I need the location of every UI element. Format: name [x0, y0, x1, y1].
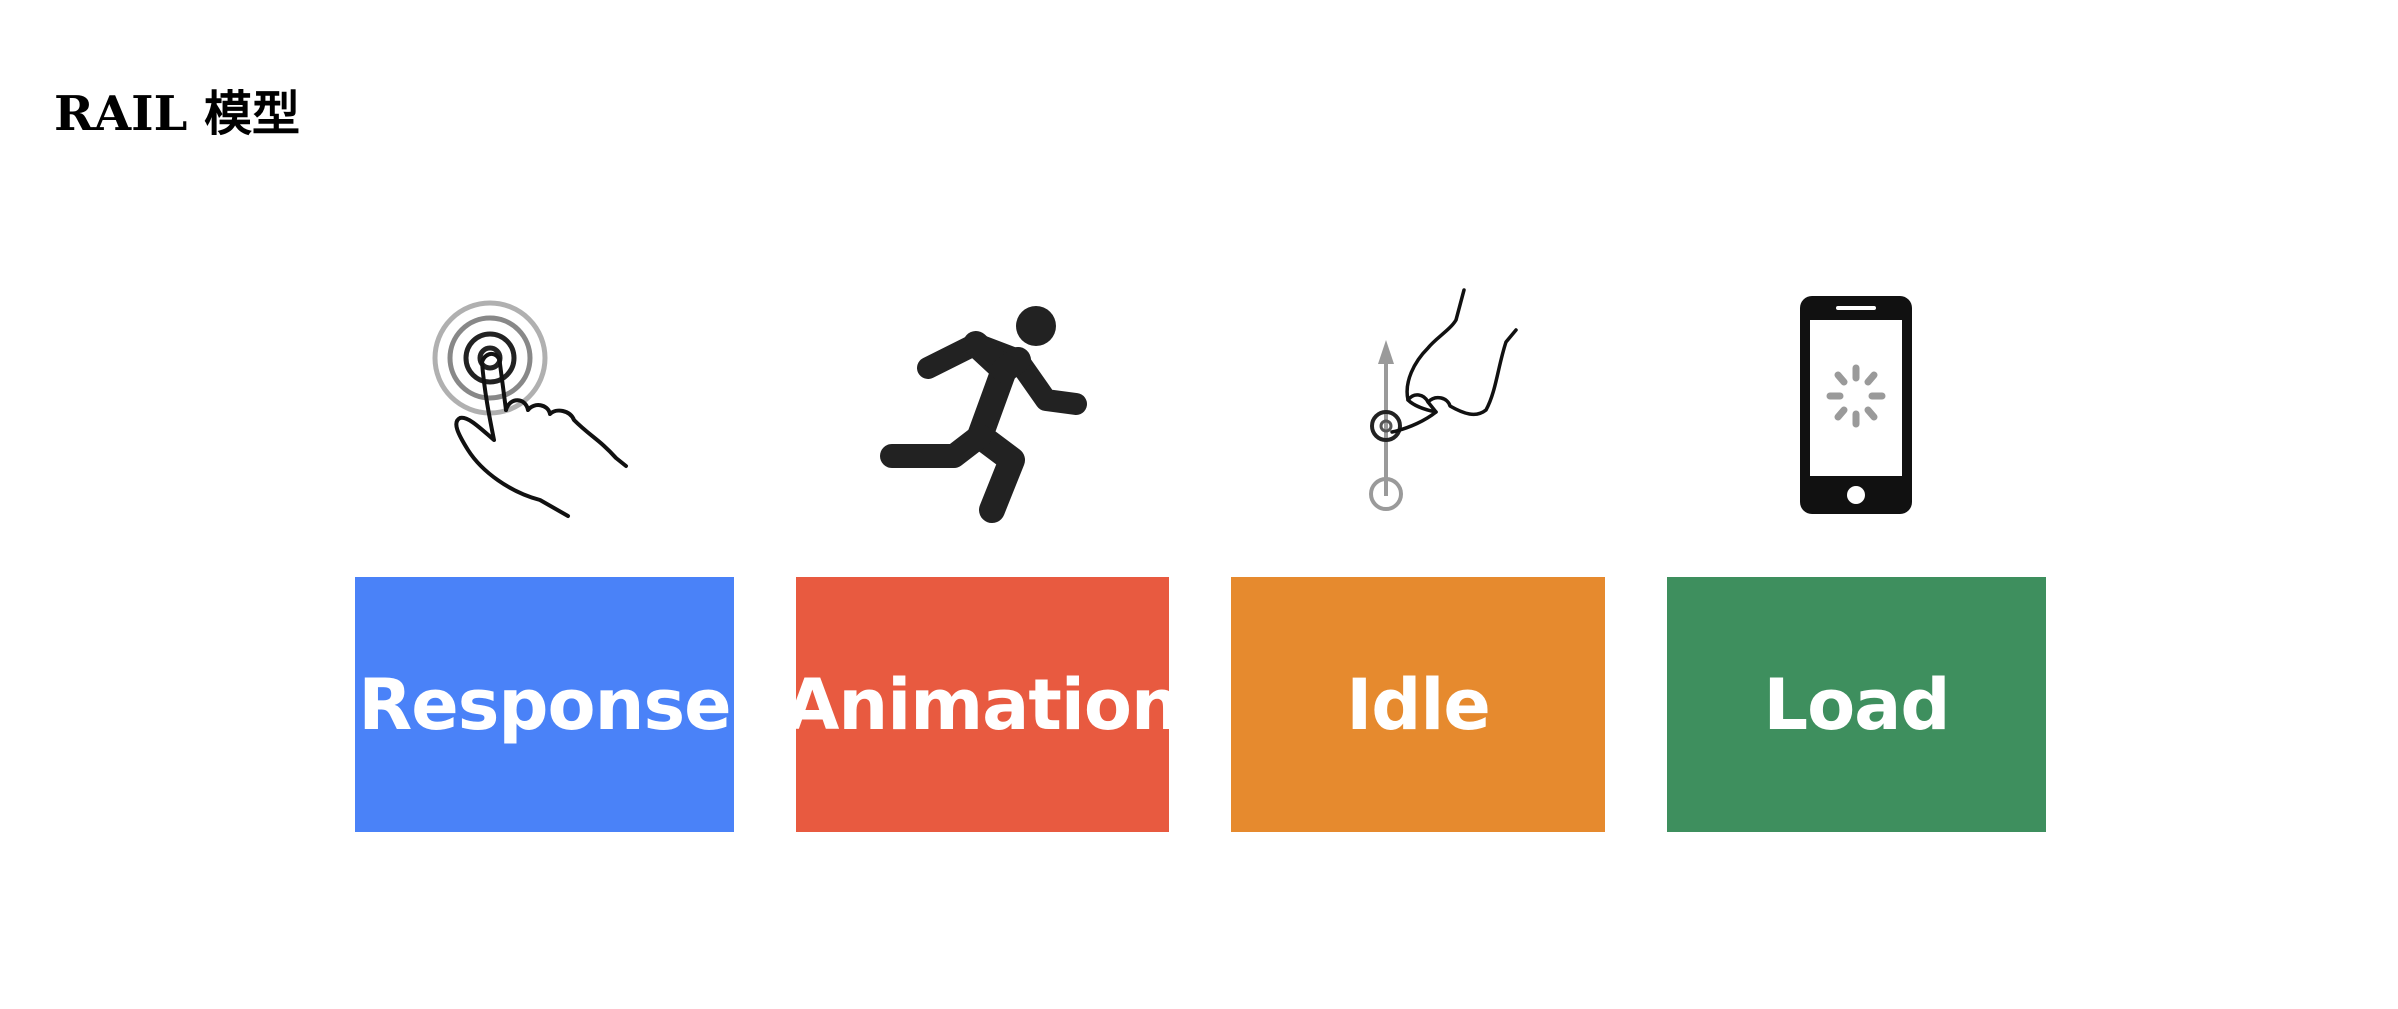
page-title: RAIL 模型	[54, 86, 301, 142]
phone-loading-icon	[1792, 292, 1920, 518]
response-tile: Response	[355, 577, 734, 832]
load-label: Load	[1763, 663, 1950, 746]
animation-label: Animation	[785, 663, 1181, 746]
load-tile: Load	[1667, 577, 2046, 832]
running-person-icon	[876, 296, 1092, 524]
tap-hand-icon	[420, 290, 640, 520]
swipe-up-hand-icon	[1340, 282, 1524, 520]
idle-label: Idle	[1346, 663, 1491, 746]
response-label: Response	[358, 663, 731, 746]
idle-tile: Idle	[1231, 577, 1605, 832]
animation-tile: Animation	[785, 577, 1181, 832]
